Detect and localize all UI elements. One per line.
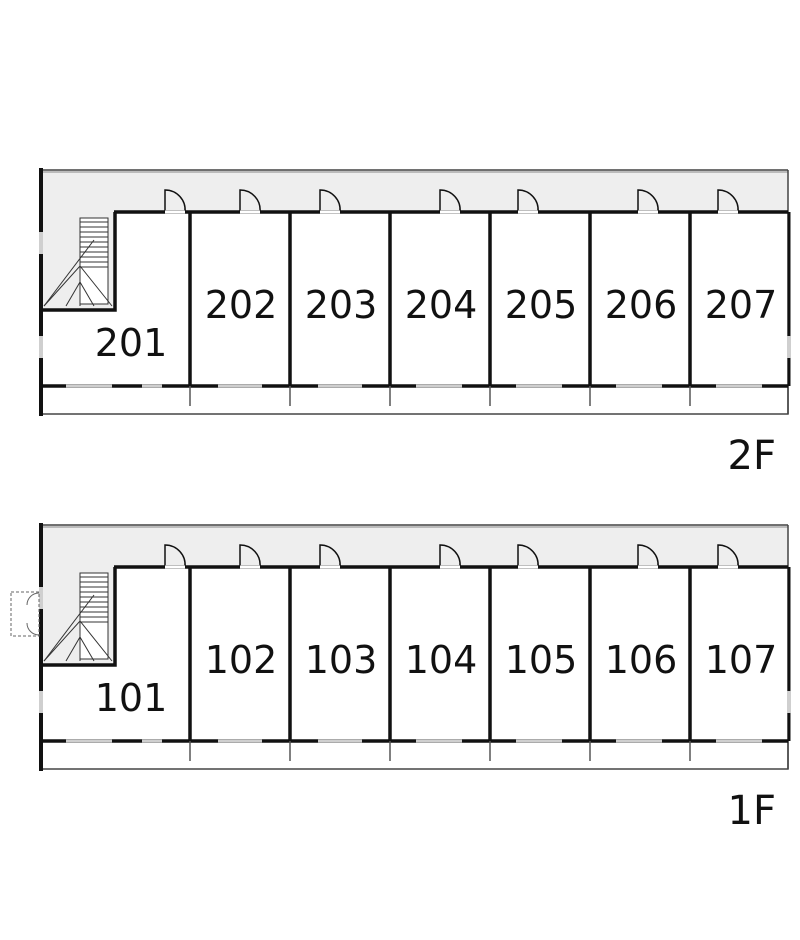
unit-label-201: 201 [95,321,168,365]
floor-1f: 101 102 103 104 105 106 107 1F [10,523,791,834]
window [142,739,162,743]
corridor [41,525,788,665]
door-swing [319,544,341,568]
window [66,739,112,743]
window [616,384,662,388]
door-swing [637,544,659,568]
floor-label: 2F [728,433,776,479]
stair-wall [41,212,117,312]
door-swing [239,189,261,213]
balcony [40,740,789,770]
unit-label-105: 105 [505,638,578,682]
balcony [40,385,789,415]
entrance-gate [10,591,40,637]
door-swing [164,189,186,213]
stair-landing [43,594,95,662]
window [218,739,262,743]
window [39,691,43,713]
unit-label-102: 102 [205,638,278,682]
door-swing [164,544,186,568]
door-swing [517,189,539,213]
staircase [43,217,113,307]
window [318,384,362,388]
unit-label-204: 204 [405,283,478,327]
stair-wall [41,567,117,667]
window [416,739,462,743]
unit-label-104: 104 [405,638,478,682]
window [616,739,662,743]
window [39,232,43,254]
window [39,587,43,609]
door-swing [717,544,739,568]
stair-run [79,572,109,660]
stair-landing [65,636,81,662]
unit-label-101: 101 [95,676,168,720]
staircase [43,572,113,662]
stair-run [79,217,109,305]
unit-label-107: 107 [705,638,778,682]
window [318,739,362,743]
door-swing [439,189,461,213]
window [142,384,162,388]
corridor [41,170,788,310]
floor-label: 1F [728,788,776,834]
unit-label-106: 106 [605,638,678,682]
stair-landing [43,239,95,307]
stair-landing [65,281,81,307]
window [416,384,462,388]
window [787,336,791,358]
window [787,691,791,713]
unit-label-206: 206 [605,283,678,327]
unit-label-103: 103 [305,638,378,682]
window [39,336,43,358]
floor-2f: 201 202 203 204 205 206 207 2F [39,168,791,479]
unit-label-205: 205 [505,283,578,327]
gate-swing [26,622,40,636]
gate-swing [26,592,40,606]
window [716,384,762,388]
unit-label-203: 203 [305,283,378,327]
stair-landing [79,636,95,662]
door-swing [717,189,739,213]
door-swing [637,189,659,213]
unit-label-202: 202 [205,283,278,327]
window [516,384,562,388]
window [516,739,562,743]
window [218,384,262,388]
stair-landing [79,281,95,307]
door-swing [319,189,341,213]
door-swing [439,544,461,568]
door-swing [517,544,539,568]
window [66,384,112,388]
window [716,739,762,743]
door-swing [239,544,261,568]
unit-label-207: 207 [705,283,778,327]
